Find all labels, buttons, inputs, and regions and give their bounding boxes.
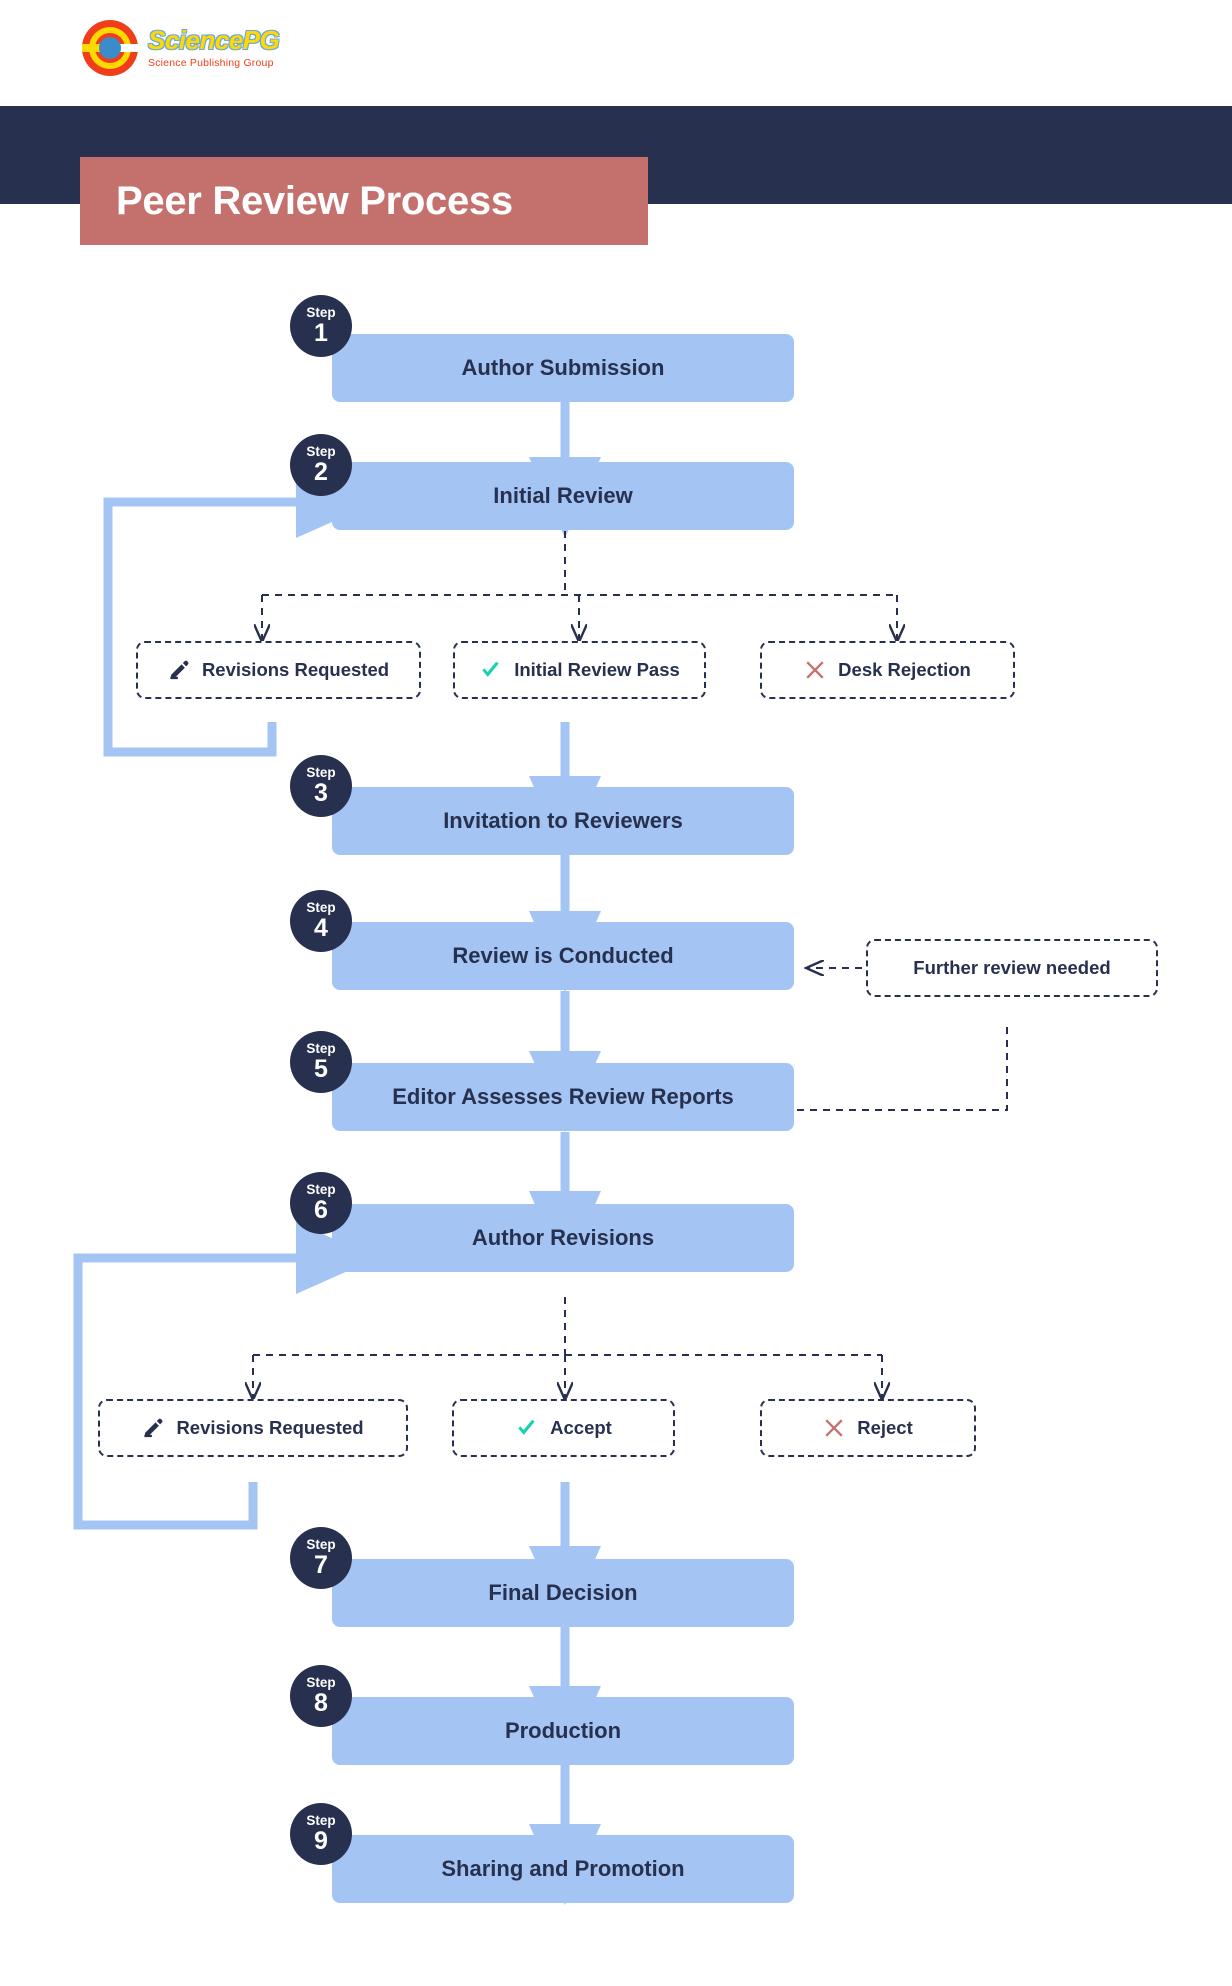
step-badge-number: 1 <box>314 319 328 348</box>
step-title: Author Revisions <box>471 1225 655 1250</box>
step-badge-3: Step 3 <box>290 755 352 817</box>
step-box-editor-assesses-review-reports[interactable]: Editor Assesses Review Reports <box>332 1063 794 1131</box>
step-box-invitation-to-reviewers[interactable]: Invitation to Reviewers <box>332 787 794 855</box>
step-badge-label: Step <box>306 764 336 780</box>
decision-revisions-requested-1[interactable]: Revisions Requested <box>136 641 421 699</box>
decision-revisions-requested-2[interactable]: Revisions Requested <box>98 1399 408 1457</box>
step-title: Final Decision <box>488 1580 638 1605</box>
step-box-initial-review[interactable]: Initial Review <box>332 462 794 530</box>
step-badge-label: Step <box>306 443 336 459</box>
step-badge-9: Step 9 <box>290 1803 352 1865</box>
decision-label: Initial Review Pass <box>514 659 680 680</box>
step-box-production[interactable]: Production <box>332 1697 794 1765</box>
step-badge-number: 5 <box>314 1055 328 1084</box>
step-title: Review is Conducted <box>452 943 674 968</box>
logo-bar: SciencePG Science Publishing Group <box>0 0 1232 106</box>
step-badge-number: 3 <box>314 779 328 808</box>
step-title: Editor Assesses Review Reports <box>392 1084 734 1109</box>
brand-name: SciencePG <box>148 25 280 56</box>
step-badge-7: Step 7 <box>290 1527 352 1589</box>
step-badge-number: 7 <box>314 1551 328 1580</box>
brand-logo[interactable]: SciencePG Science Publishing Group <box>82 20 280 76</box>
step-title: Production <box>504 1718 622 1743</box>
note-label: Further review needed <box>913 957 1111 978</box>
decision-desk-rejection[interactable]: Desk Rejection <box>760 641 1015 699</box>
step-badge-4: Step 4 <box>290 890 352 952</box>
step-badge-2: Step 2 <box>290 434 352 496</box>
step-badge-number: 8 <box>314 1689 328 1718</box>
check-icon <box>479 659 502 682</box>
decision-label: Revisions Requested <box>176 1417 364 1438</box>
cross-icon <box>804 659 826 681</box>
step-badge-label: Step <box>306 1674 336 1690</box>
step-badge-label: Step <box>306 1536 336 1552</box>
pencil-icon <box>168 659 190 681</box>
note-further-review-needed[interactable]: Further review needed <box>866 939 1158 997</box>
decision-label: Reject <box>857 1417 913 1438</box>
step-badge-8: Step 8 <box>290 1665 352 1727</box>
step-title: Author Submission <box>461 355 665 380</box>
step-badge-label: Step <box>306 304 336 320</box>
decision-label: Accept <box>550 1417 612 1438</box>
decision-reject[interactable]: Reject <box>760 1399 976 1457</box>
step-badge-6: Step 6 <box>290 1172 352 1234</box>
step-badge-5: Step 5 <box>290 1031 352 1093</box>
step-badge-number: 6 <box>314 1196 328 1225</box>
page-title-chip: Peer Review Process <box>80 157 648 245</box>
brand-tagline: Science Publishing Group <box>148 57 274 70</box>
step-box-review-is-conducted[interactable]: Review is Conducted <box>332 922 794 990</box>
cross-icon <box>823 1417 845 1439</box>
step-badge-label: Step <box>306 899 336 915</box>
step-badge-number: 2 <box>314 458 328 487</box>
step-box-sharing-and-promotion[interactable]: Sharing and Promotion <box>332 1835 794 1903</box>
step-badge-label: Step <box>306 1181 336 1197</box>
step-box-author-revisions[interactable]: Author Revisions <box>332 1204 794 1272</box>
sciencepg-logo-icon <box>82 20 138 76</box>
decision-label: Revisions Requested <box>201 659 390 680</box>
page-title: Peer Review Process <box>116 178 513 223</box>
step-title: Invitation to Reviewers <box>443 808 683 833</box>
check-icon <box>515 1417 538 1440</box>
pencil-icon <box>142 1417 164 1439</box>
step-box-final-decision[interactable]: Final Decision <box>332 1559 794 1627</box>
step-badge-number: 4 <box>314 914 328 943</box>
decision-label: Desk Rejection <box>838 659 971 680</box>
step-box-author-submission[interactable]: Author Submission <box>332 334 794 402</box>
decision-initial-review-pass[interactable]: Initial Review Pass <box>453 641 706 699</box>
step-title: Initial Review <box>493 483 633 508</box>
decision-accept[interactable]: Accept <box>452 1399 675 1457</box>
step-badge-label: Step <box>306 1040 336 1056</box>
step-badge-1: Step 1 <box>290 295 352 357</box>
step-title: Sharing and Promotion <box>441 1856 685 1881</box>
step-badge-number: 9 <box>314 1827 328 1856</box>
step-badge-label: Step <box>306 1812 336 1828</box>
